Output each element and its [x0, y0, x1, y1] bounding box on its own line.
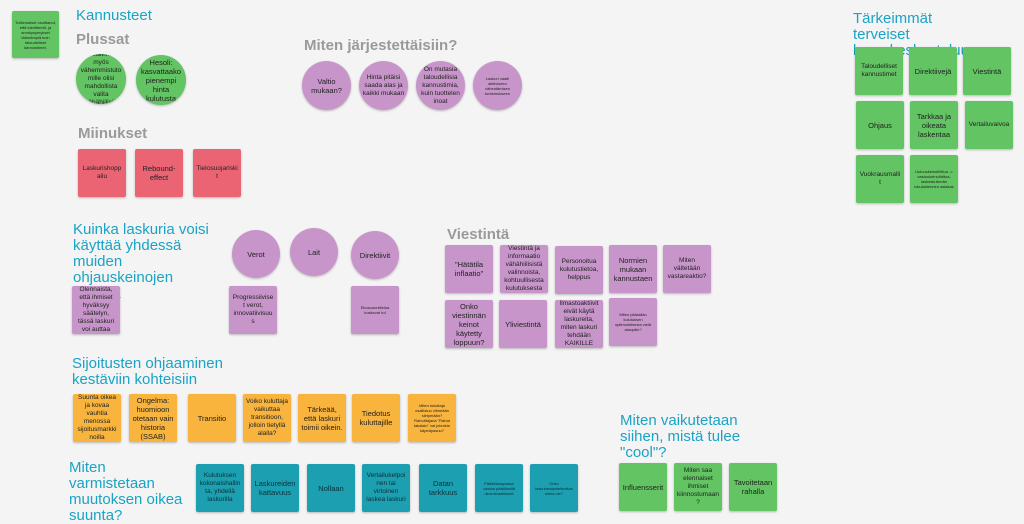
sticky-note[interactable]: Influensserit — [619, 463, 667, 511]
sticky-note[interactable]: Miten päästään kulutuksen optimointisest… — [609, 298, 657, 346]
sticky-note[interactable]: Tavoitetaan rahalla — [729, 463, 777, 511]
sticky-note[interactable]: Transitio — [188, 394, 236, 442]
sticky-note[interactable]: Direktiivejä — [909, 47, 957, 95]
sticky-note[interactable]: Kulutuksen kokonaishallinta, yhdellä las… — [196, 464, 244, 512]
section-title: Sijoitusten ohjaaminen kestäviin kohteis… — [72, 355, 223, 388]
sticky-note[interactable]: Rebound-effect — [135, 149, 183, 197]
sticky-note[interactable]: Vertailuvaivoa — [965, 101, 1013, 149]
sticky-note[interactable]: Valtio mukaan? — [302, 61, 351, 110]
sticky-note[interactable]: Hesoli: kasvattaako pienempi hinta kulut… — [136, 55, 186, 105]
sticky-note[interactable]: Onko viestinnän keinot käytetty loppuun? — [445, 300, 493, 348]
sticky-note[interactable]: Verot — [232, 230, 280, 278]
sticky-note[interactable]: Ekosuunnittelua koskevat ird — [351, 286, 399, 334]
sticky-note[interactable]: Tarkkaa ja oikeata laskentaa — [910, 101, 958, 149]
sticky-note[interactable]: Progressiiviset verot, innovatiivisuus — [229, 286, 277, 334]
section-subtitle: Viestintä — [447, 226, 510, 243]
sticky-note[interactable]: Tietosuojariskit — [193, 149, 241, 197]
sticky-note[interactable]: Personoitua kulutustietoa, helppus — [555, 246, 603, 294]
sticky-note[interactable]: Hinta pitäisi saada alas ja kaikki mukaa… — [359, 61, 408, 110]
sticky-note[interactable]: "Hätätila inflaatio" — [445, 245, 493, 293]
sticky-note[interactable]: Onko laskuriesitystekimitas simia ole? — [530, 464, 578, 512]
sticky-note[interactable]: Yliviestintä — [499, 300, 547, 348]
sticky-note[interactable]: Ohjaus — [856, 101, 904, 149]
sticky-note[interactable]: Nollaan — [307, 464, 355, 512]
sticky-note[interactable]: Suunta oikea ja kovaa vauhtia menossa si… — [73, 394, 121, 442]
sticky-note[interactable]: Miten vältetään vastareaktio? — [663, 245, 711, 293]
section-subtitle: Plussat — [76, 31, 130, 48]
sticky-note[interactable]: Normien mukaan kannustaen — [609, 245, 657, 293]
sticky-note[interactable]: Tiedotus kuluttajille — [352, 394, 400, 442]
sticky-note[interactable]: Taloudelliset kannustimet — [855, 47, 903, 95]
sticky-note[interactable]: Miten kuluttaja osallistuu viimeään siir… — [408, 394, 456, 442]
sticky-note[interactable]: Laskureiden kattavuus — [251, 464, 299, 512]
sticky-note[interactable]: Ongelma: huomioon otetaan vain historia … — [129, 394, 177, 442]
sticky-note[interactable]: Miten saa elennaiset ihmiset kiinnostuma… — [674, 463, 722, 511]
section-subtitle: Miten järjestettäisiin? — [304, 37, 458, 54]
sticky-note[interactable]: Viestintä — [963, 47, 1011, 95]
sticky-note[interactable]: Viestintä ja informaatio vähähiilisistä … — [500, 245, 548, 293]
section-title: Miten varmistetaan muutoksen oikea suunt… — [69, 459, 183, 524]
sticky-note[interactable]: Jos halvin olisi kestävintä, myös vähemm… — [76, 54, 126, 104]
sticky-note[interactable]: Direktiivit — [351, 231, 399, 279]
sticky-note[interactable]: Tutkimukset osoittanut, että identiteett… — [12, 11, 59, 58]
sticky-note[interactable]: Voiko kuluttaja vaikuttaa transitioon, j… — [243, 394, 291, 442]
sticky-note[interactable]: Uuluuskeinoihtitua -> vastuukeinoihtitua… — [910, 155, 958, 203]
sticky-note[interactable]: Vertailukelpoinen tai virtoinen laskea l… — [362, 464, 410, 512]
sticky-note[interactable]: On mutasia taloudellisia kannustimia, ku… — [416, 61, 465, 110]
sticky-note[interactable]: Laskuri vaatii aktiiviseen vähentämisen … — [473, 61, 522, 110]
sticky-note[interactable]: Datan tarkkuus — [419, 464, 467, 512]
sticky-note[interactable]: Päästökaupassa vastaa päätöksillä demokr… — [475, 464, 523, 512]
section-subtitle: Miinukset — [78, 125, 148, 142]
sticky-note[interactable]: Ilmastoaktiivit eivät käytä laskureita, … — [555, 300, 603, 348]
section-title: Kannusteet — [76, 7, 152, 24]
sticky-note[interactable]: Lait — [290, 228, 338, 276]
sticky-note[interactable]: Tärkeää, että laskuri toimii oikein. — [298, 394, 346, 442]
sticky-note[interactable]: Laskurishoppailu — [78, 149, 126, 197]
sticky-note[interactable]: Olennaista, että ihmiset hyväksyy säätel… — [72, 286, 120, 334]
sticky-note[interactable]: Vuokrausmallit — [856, 155, 904, 203]
section-title: Miten vaikutetaan siihen, mistä tulee "c… — [620, 412, 741, 461]
